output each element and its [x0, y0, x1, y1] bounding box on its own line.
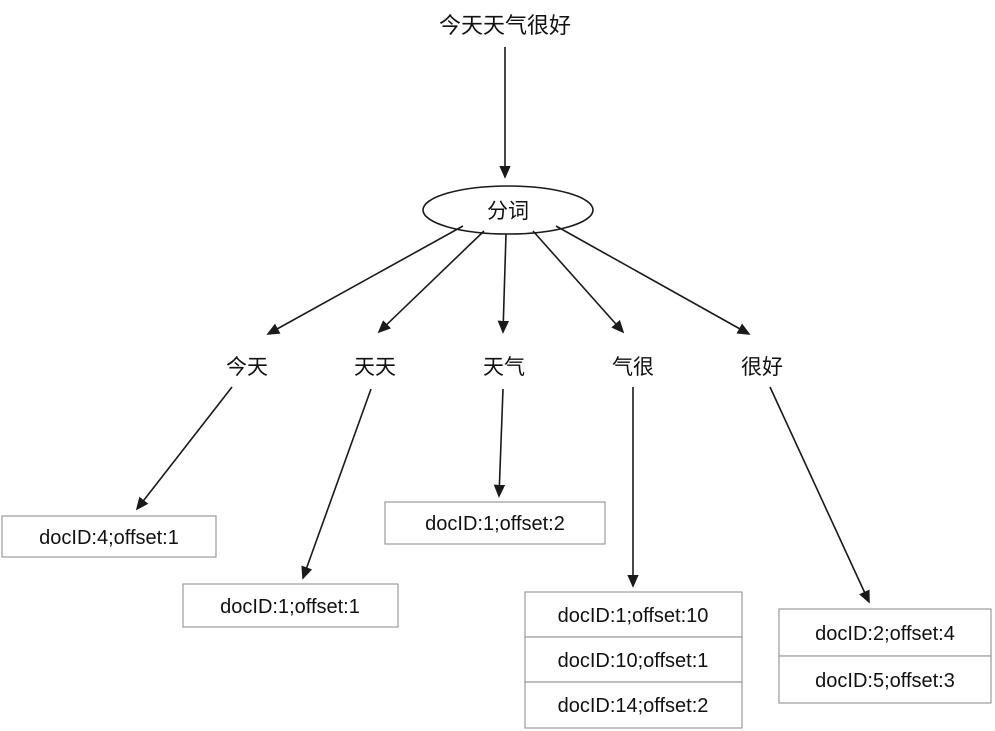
posting-row: [778, 655, 992, 704]
term-label-2: 天气: [483, 356, 525, 379]
arrow-segmenter-to-term-2-icon: [497, 233, 510, 334]
term-label-0: 今天: [226, 356, 268, 379]
posting-row: [182, 583, 399, 628]
posting-row: [1, 515, 217, 558]
arrow-term-4-to-postings-icon: [769, 386, 870, 604]
arrow-term-2-to-postings-icon: [493, 388, 506, 498]
segmenter-label: 分词: [487, 200, 529, 223]
arrow-segmenter-to-term-1-icon: [377, 230, 485, 334]
arrow-segmenter-to-term-4-icon: [555, 225, 751, 335]
posting-row: [524, 681, 743, 729]
posting-text: docID:1;offset:10: [558, 605, 709, 627]
posting-row: [778, 608, 992, 657]
term-label-3: 气很: [612, 356, 654, 379]
posting-text: docID:1;offset:1: [220, 596, 360, 618]
posting-box-term-3: docID:1;offset:10 docID:10;offset:1 docI…: [524, 591, 743, 729]
posting-text: docID:10;offset:1: [558, 650, 709, 672]
arrow-term-0-to-postings-icon: [135, 386, 233, 511]
posting-text: docID:5;offset:3: [815, 670, 955, 692]
source-sentence-text: 今天天气很好: [439, 13, 571, 38]
posting-text: docID:14;offset:2: [558, 695, 709, 717]
posting-row: [384, 501, 606, 545]
posting-text: docID:2;offset:4: [815, 623, 955, 645]
term-label-1: 天天: [354, 356, 396, 379]
posting-box-term-1: docID:1;offset:1: [182, 583, 399, 628]
posting-text: docID:1;offset:2: [425, 513, 565, 535]
posting-box-term-4: docID:2;offset:4 docID:5;offset:3: [778, 608, 992, 704]
posting-row: [524, 591, 743, 638]
term-label-4: 很好: [741, 356, 783, 379]
posting-box-term-0: docID:4;offset:1: [1, 515, 217, 558]
arrow-segmenter-to-term-0-icon: [266, 225, 464, 335]
posting-text: docID:4;offset:1: [39, 527, 179, 549]
posting-row: [524, 636, 743, 683]
arrow-segmenter-to-term-3-icon: [532, 230, 625, 334]
segmenter-node: [422, 185, 594, 235]
posting-box-term-2: docID:1;offset:2: [384, 501, 606, 545]
arrow-term-1-to-postings-icon: [301, 388, 372, 580]
